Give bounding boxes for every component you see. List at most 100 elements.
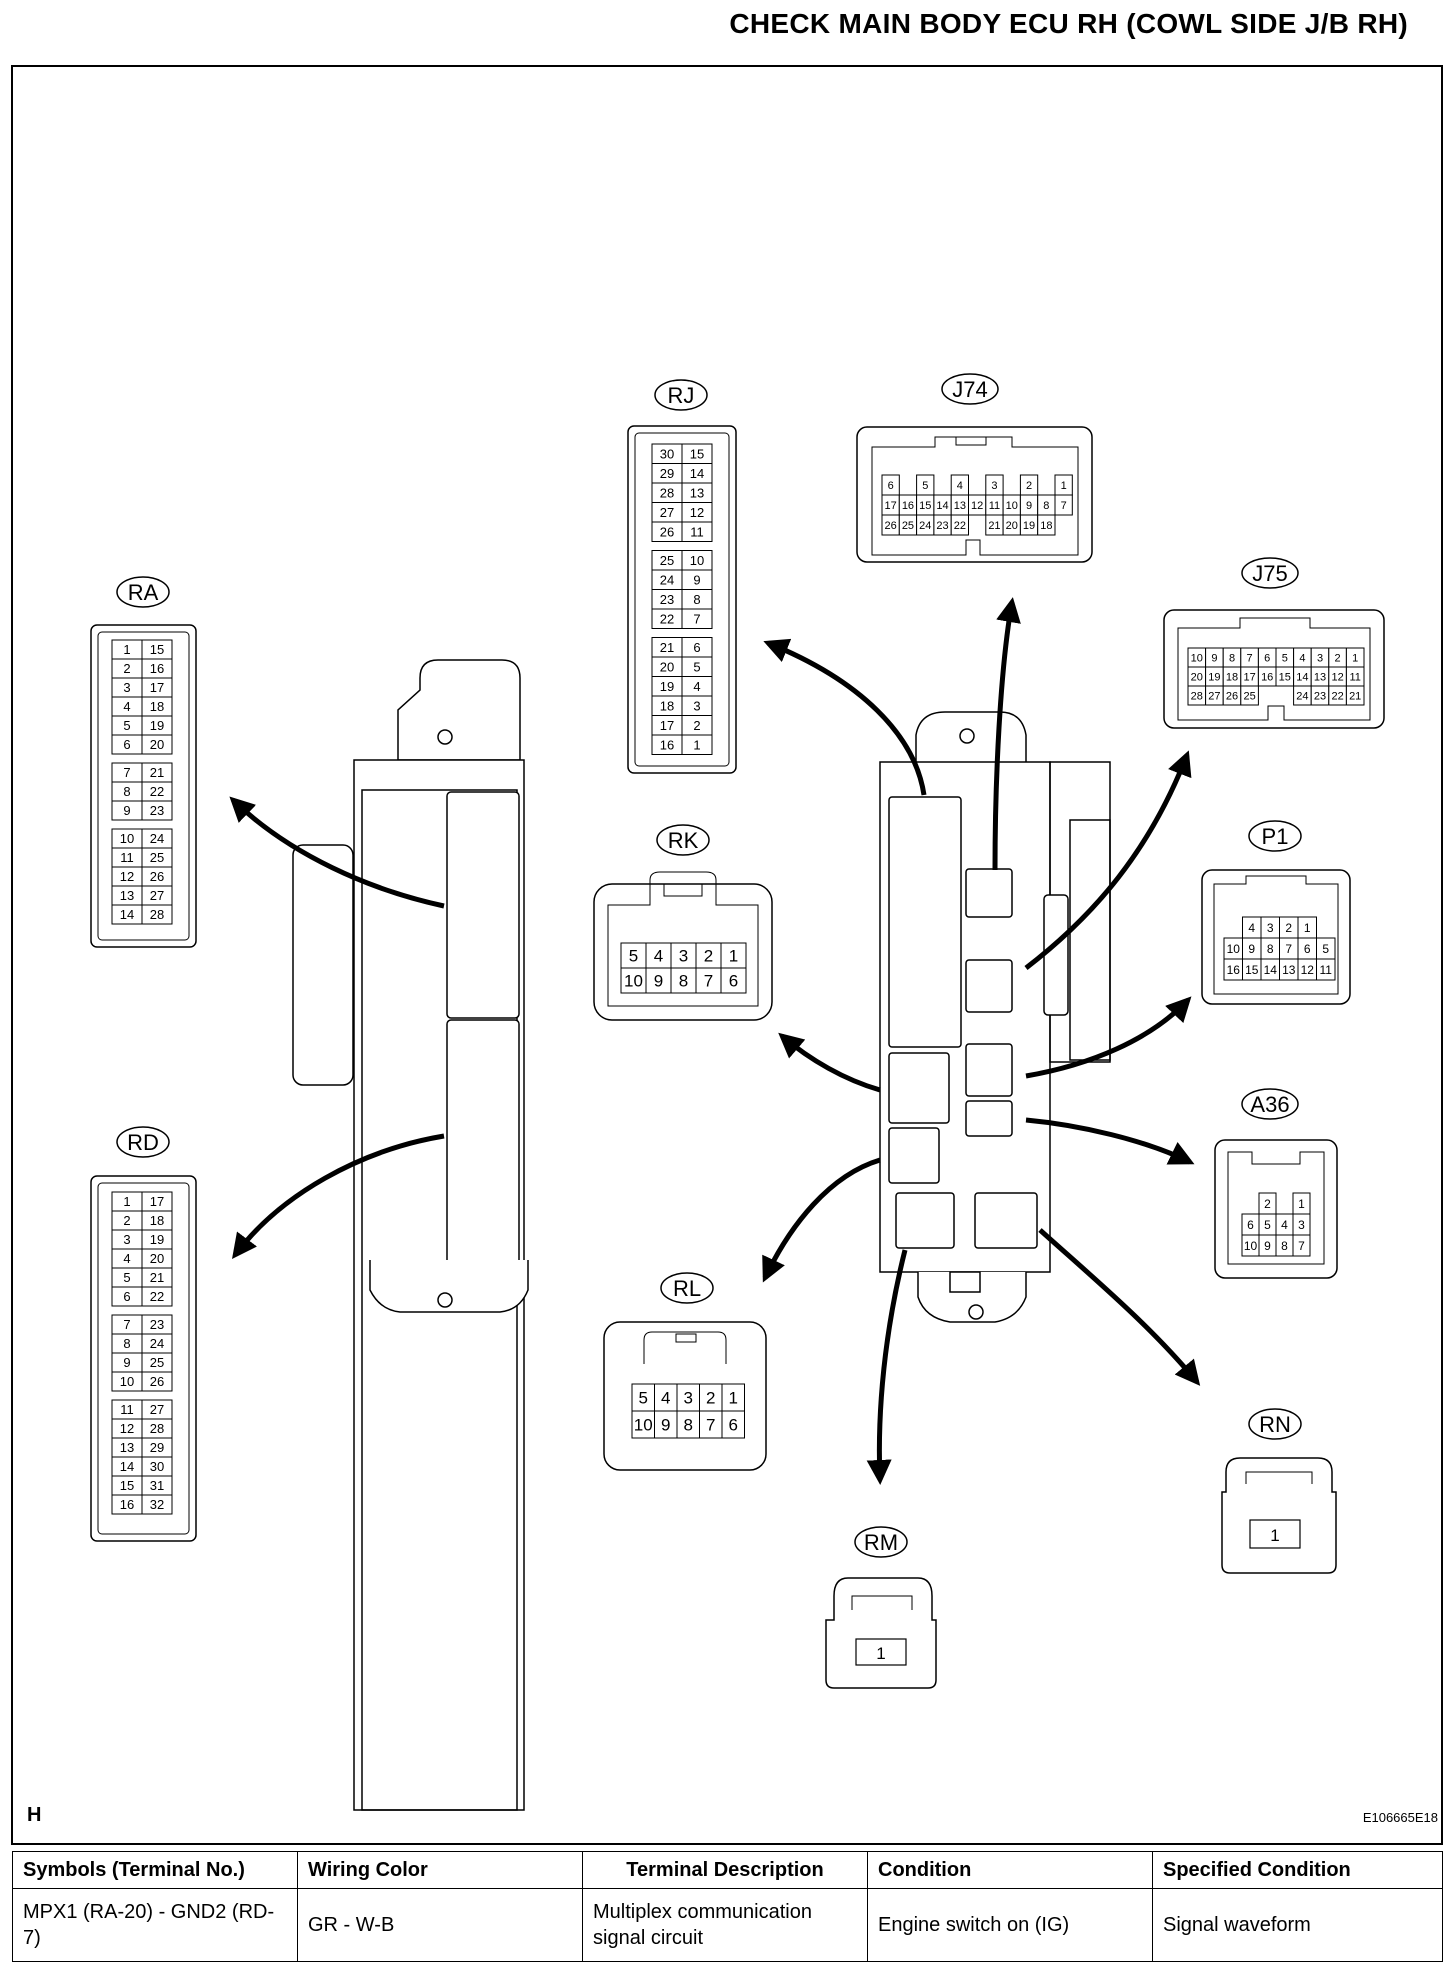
pin-j74-19: 19 bbox=[1023, 520, 1035, 532]
pin-rd-27: 27 bbox=[150, 1402, 164, 1417]
pin-rd-8: 8 bbox=[123, 1336, 130, 1351]
pin-cell bbox=[721, 1410, 745, 1439]
pin-ra-1: 1 bbox=[123, 642, 130, 657]
pin-rj-7: 7 bbox=[693, 611, 700, 626]
header-wiring-color: Wiring Color bbox=[297, 1851, 583, 1889]
pin-j74-18: 18 bbox=[1040, 520, 1052, 532]
pin-ra-16: 16 bbox=[150, 661, 164, 676]
pin-cell bbox=[1345, 685, 1365, 706]
pin-j75-26: 26 bbox=[1226, 690, 1238, 702]
pin-cell bbox=[670, 967, 697, 994]
pin-a36-4: 4 bbox=[1281, 1218, 1288, 1232]
pin-cell bbox=[1054, 494, 1073, 516]
pin-rd-20: 20 bbox=[150, 1251, 164, 1266]
pin-ra-12: 12 bbox=[120, 869, 134, 884]
connector-rn-label: RN bbox=[1259, 1412, 1291, 1437]
pin-j74-22: 22 bbox=[954, 520, 966, 532]
pin-p1-5: 5 bbox=[1322, 942, 1329, 956]
pin-j75-3: 3 bbox=[1317, 652, 1323, 664]
pin-rk-3: 3 bbox=[679, 947, 688, 966]
ecu-body-left bbox=[292, 659, 529, 1811]
pin-p1-3: 3 bbox=[1267, 921, 1274, 935]
pin-rd-1: 1 bbox=[123, 1194, 130, 1209]
pin-rj-15: 15 bbox=[690, 446, 704, 461]
pin-j74-4: 4 bbox=[957, 480, 963, 492]
pin-p1-12: 12 bbox=[1301, 963, 1315, 977]
pin-rj-29: 29 bbox=[660, 466, 674, 481]
pin-rj-11: 11 bbox=[690, 524, 704, 539]
pin-rd-7: 7 bbox=[123, 1317, 130, 1332]
pin-rl-1: 1 bbox=[729, 1389, 738, 1408]
pin-ra-2: 2 bbox=[123, 661, 130, 676]
pin-cell bbox=[141, 800, 173, 821]
pin-cell bbox=[645, 942, 672, 969]
header-terminal-description: Terminal Description bbox=[582, 1851, 868, 1889]
pin-j75-17: 17 bbox=[1243, 671, 1255, 683]
connector-rl-label: RL bbox=[673, 1276, 701, 1301]
connector-rn: RN 1 bbox=[1221, 1408, 1337, 1574]
pin-cell bbox=[950, 514, 970, 536]
table-row: MPX1 (RA-20) - GND2 (RD-7) GR - W-B Mult… bbox=[12, 1888, 1443, 1962]
pin-rk-1: 1 bbox=[729, 947, 738, 966]
junction-block-right bbox=[879, 711, 1111, 1323]
pin-cell bbox=[720, 967, 747, 994]
figure-id: E106665E18 bbox=[1362, 1810, 1438, 1825]
pin-rd-2: 2 bbox=[123, 1213, 130, 1228]
pin-ra-21: 21 bbox=[150, 765, 164, 780]
pin-ra-28: 28 bbox=[150, 907, 164, 922]
pin-j75-22: 22 bbox=[1331, 690, 1343, 702]
pin-j75-13: 13 bbox=[1314, 671, 1326, 683]
pin-rd-6: 6 bbox=[123, 1289, 130, 1304]
pin-j74-9: 9 bbox=[1026, 500, 1032, 512]
pin-cell bbox=[681, 608, 713, 629]
pin-cell bbox=[141, 1286, 173, 1307]
pin-rj-23: 23 bbox=[660, 592, 674, 607]
pin-cell bbox=[620, 967, 647, 994]
connector-rm: RM 1 bbox=[825, 1526, 937, 1689]
figure-corner-mark: H bbox=[27, 1804, 42, 1826]
pin-p1-11: 11 bbox=[1320, 963, 1333, 977]
connector-p1-label: P1 bbox=[1262, 824, 1289, 849]
pin-j74-5: 5 bbox=[922, 480, 928, 492]
pin-a36-2: 2 bbox=[1264, 1197, 1271, 1211]
pin-rd-18: 18 bbox=[150, 1213, 164, 1228]
pin-rl-5: 5 bbox=[639, 1389, 648, 1408]
cell-condition: Engine switch on (IG) bbox=[867, 1888, 1153, 1962]
connector-a36-label: A36 bbox=[1250, 1092, 1289, 1117]
pin-j75-21: 21 bbox=[1349, 690, 1361, 702]
pin-ra-11: 11 bbox=[120, 850, 134, 865]
pin-j75-28: 28 bbox=[1191, 690, 1203, 702]
pin-j75-19: 19 bbox=[1208, 671, 1220, 683]
pin-rj-3: 3 bbox=[693, 698, 700, 713]
pin-rl-3: 3 bbox=[684, 1389, 693, 1408]
pin-rk-8: 8 bbox=[679, 972, 688, 991]
pin-rj-20: 20 bbox=[660, 659, 674, 674]
pin-rl-7: 7 bbox=[706, 1416, 715, 1435]
pin-rd-3: 3 bbox=[123, 1232, 130, 1247]
pin-ra-6: 6 bbox=[123, 737, 130, 752]
pin-rl-6: 6 bbox=[729, 1416, 738, 1435]
pin-ra-4: 4 bbox=[123, 699, 130, 714]
pin-rd-15: 15 bbox=[120, 1478, 134, 1493]
pin-rj-28: 28 bbox=[660, 485, 674, 500]
pin-j75-24: 24 bbox=[1296, 690, 1308, 702]
pin-j74-17: 17 bbox=[885, 500, 897, 512]
specification-table: Symbols (Terminal No.) Wiring Color Term… bbox=[12, 1851, 1443, 1962]
pin-rd-14: 14 bbox=[120, 1459, 134, 1474]
pin-j75-11: 11 bbox=[1349, 671, 1360, 683]
table-header-row: Symbols (Terminal No.) Wiring Color Term… bbox=[12, 1851, 1443, 1889]
pin-j74-12: 12 bbox=[971, 500, 983, 512]
pin-rj-19: 19 bbox=[660, 679, 674, 694]
pin-j74-13: 13 bbox=[954, 500, 966, 512]
header-specified-condition: Specified Condition bbox=[1152, 1851, 1443, 1889]
pin-ra-9: 9 bbox=[123, 803, 130, 818]
pin-a36-8: 8 bbox=[1281, 1239, 1288, 1253]
connector-rm-pin: 1 bbox=[876, 1644, 885, 1663]
